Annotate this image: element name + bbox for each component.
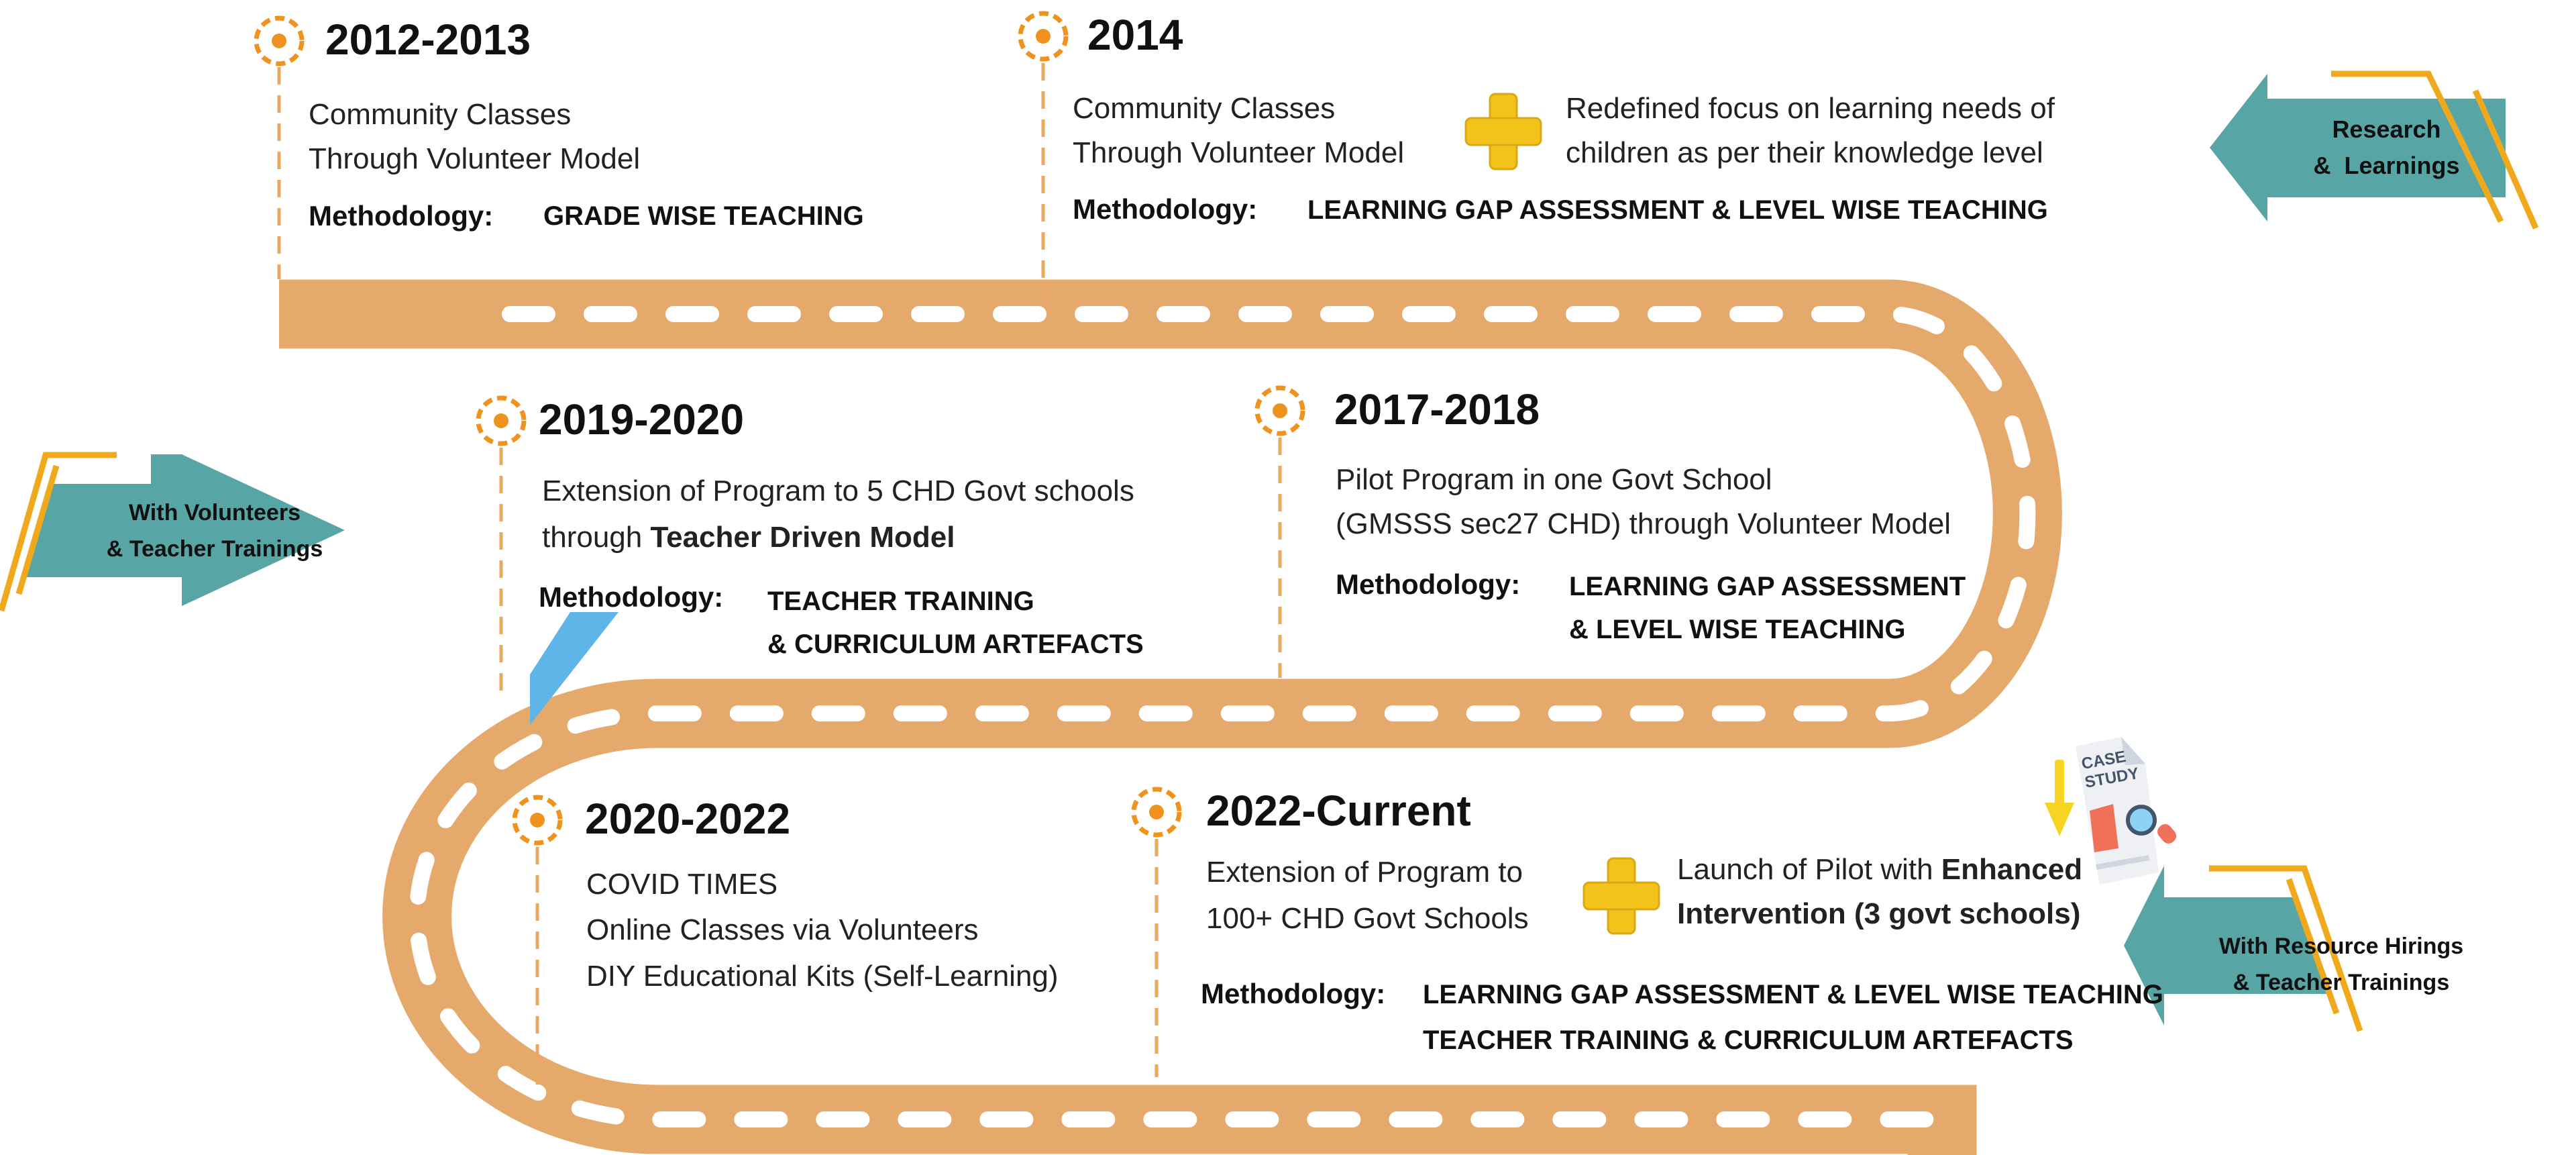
milestone-text: Online Classes via Volunteers bbox=[586, 913, 979, 946]
milestone-text: Pilot Program in one Govt School bbox=[1336, 463, 1772, 496]
milestone-text-part: through bbox=[542, 521, 651, 554]
arrow-label-line: With Volunteers bbox=[129, 500, 301, 525]
milestone-text: COVID TIMES bbox=[586, 868, 778, 901]
methodology-label: Methodology: bbox=[539, 581, 724, 613]
road-dashes bbox=[409, 306, 2036, 1127]
milestone-marker-icon bbox=[1018, 11, 1069, 62]
milestone-text: Community Classes bbox=[309, 98, 572, 131]
milestone-text-bold: Intervention (3 govt schools) bbox=[1677, 897, 2081, 930]
milestone-text: Extension of Program to bbox=[1206, 856, 1523, 889]
milestone-text: Extension of Program to 5 CHD Govt schoo… bbox=[542, 474, 1134, 507]
milestone-text: (GMSSS sec27 CHD) through Volunteer Mode… bbox=[1336, 507, 1951, 540]
milestone-text: Community Classes bbox=[1073, 92, 1336, 125]
case-study-icon bbox=[2076, 737, 2177, 885]
arrow-label-line: & Learnings bbox=[2313, 152, 2460, 179]
milestone-text: Through Volunteer Model bbox=[309, 142, 641, 175]
plus-icon bbox=[1464, 93, 1542, 170]
methodology-value: & LEVEL WISE TEACHING bbox=[1569, 615, 1906, 644]
milestone-text: 100+ CHD Govt Schools bbox=[1206, 902, 1529, 935]
milestone-text-bold: Enhanced bbox=[1941, 853, 2083, 886]
methodology-label: Methodology: bbox=[1201, 978, 1386, 1009]
resources-arrow-label: With Resource Hirings & Teacher Training… bbox=[2187, 928, 2496, 1001]
volunteers-arrow bbox=[0, 452, 345, 612]
milestone-year: 2014 bbox=[1087, 11, 1183, 59]
milestone-year: 2022-Current bbox=[1206, 787, 1471, 835]
arrow-label-line: With Resource Hirings bbox=[2218, 934, 2464, 959]
research-arrow-label: Research & Learnings bbox=[2267, 111, 2506, 184]
milestone-marker-icon bbox=[1254, 385, 1305, 436]
resources-arrow bbox=[2124, 865, 2363, 1032]
milestone-text: through Teacher Driven Model bbox=[542, 515, 955, 560]
methodology-value: TEACHER TRAINING & CURRICULUM ARTEFACTS bbox=[1423, 1025, 2074, 1055]
milestone-text-part: Launch of Pilot with bbox=[1677, 853, 1941, 886]
methodology-label: Methodology: bbox=[309, 200, 494, 232]
milestone-marker-icon bbox=[512, 795, 563, 846]
milestone-text: Through Volunteer Model bbox=[1073, 136, 1405, 169]
methodology-value: LEARNING GAP ASSESSMENT & LEVEL WISE TEA… bbox=[1423, 980, 2163, 1009]
methodology-value: & CURRICULUM ARTEFACTS bbox=[767, 630, 1144, 659]
milestone-marker-icon bbox=[476, 395, 527, 446]
milestone-text: children as per their knowledge level bbox=[1566, 136, 2043, 169]
milestone-year: 2019-2020 bbox=[539, 395, 745, 444]
down-arrow-icon bbox=[2045, 760, 2074, 836]
milestone-marker-icon bbox=[254, 15, 305, 66]
milestone-year: 2017-2018 bbox=[1334, 385, 1540, 434]
milestone-text: Redefined focus on learning needs of bbox=[1566, 92, 2055, 125]
methodology-value: GRADE WISE TEACHING bbox=[543, 201, 864, 231]
methodology-value: LEARNING GAP ASSESSMENT & LEVEL WISE TEA… bbox=[1307, 195, 2048, 225]
milestone-year: 2012-2013 bbox=[325, 15, 531, 64]
methodology-label: Methodology: bbox=[1073, 193, 1258, 225]
milestone-text: Launch of Pilot with Enhanced bbox=[1677, 848, 2082, 892]
methodology-label: Methodology: bbox=[1336, 568, 1521, 600]
milestone-text-bold: Teacher Driven Model bbox=[650, 521, 955, 554]
arrow-label-line: & Teacher Trainings bbox=[2233, 970, 2450, 995]
methodology-value: LEARNING GAP ASSESSMENT bbox=[1569, 572, 1966, 601]
milestone-marker-icon bbox=[1131, 787, 1182, 838]
new-ribbon bbox=[530, 612, 619, 725]
research-arrow bbox=[2210, 70, 2539, 230]
connector-lines bbox=[277, 63, 1282, 1085]
plus-icon bbox=[1582, 857, 1660, 935]
milestone-year: 2020-2022 bbox=[585, 795, 791, 843]
methodology-value: TEACHER TRAINING bbox=[767, 587, 1034, 616]
milestone-text: DIY Educational Kits (Self-Learning) bbox=[586, 960, 1059, 993]
arrow-label-line: Research bbox=[2332, 115, 2441, 143]
arrow-label-line: & Teacher Trainings bbox=[106, 536, 323, 562]
volunteers-arrow-label: With Volunteers & Teacher Trainings bbox=[87, 495, 342, 567]
